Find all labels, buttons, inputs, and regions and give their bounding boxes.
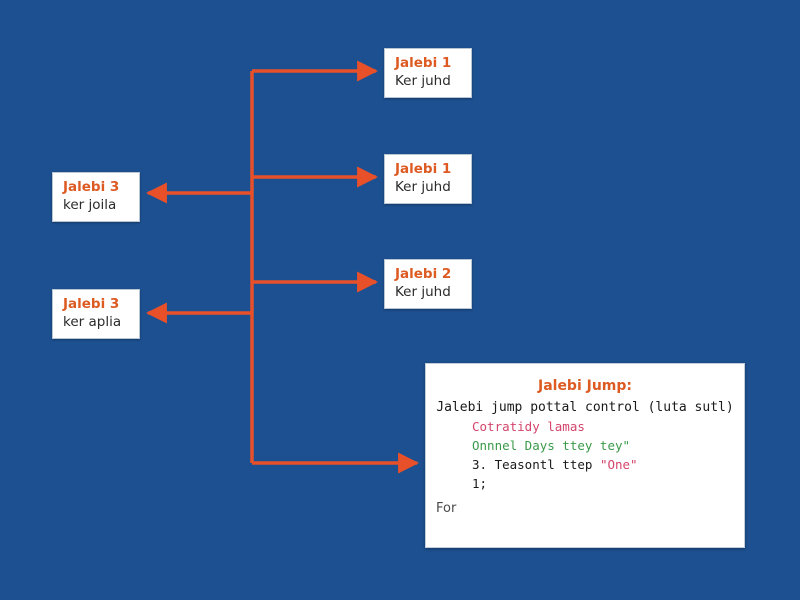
code-detail-panel[interactable]: Jalebi Jump: Jalebi jump pottal control …: [425, 363, 745, 548]
code-line-semicolon: 1;: [472, 476, 488, 491]
node-subtitle: ker aplia: [63, 314, 122, 330]
node-title: Jalebi 2: [395, 266, 452, 282]
node-subtitle: Ker juhd: [395, 73, 451, 89]
node-title: Jalebi 1: [395, 55, 452, 71]
code-line-numbered-quoted: "One": [599, 457, 638, 472]
code-line-numbered-prefix: 3. Teasontl ttep: [472, 457, 600, 472]
code-line-pink: Cotratidy lamas: [472, 419, 585, 434]
code-panel-title: Jalebi Jump:: [537, 378, 633, 394]
code-line-green: Onnnel Days ttey tey": [472, 438, 631, 453]
node-jalebi-l1[interactable]: Jalebi 3 ker joila: [52, 172, 140, 222]
node-jalebi-r3[interactable]: Jalebi 2 Ker juhd: [384, 259, 472, 309]
node-subtitle: ker joila: [63, 197, 117, 213]
node-subtitle: Ker juhd: [395, 179, 451, 195]
code-line-lead: Jalebi jump pottal control (luta sutl): [436, 400, 734, 415]
node-title: Jalebi 1: [395, 161, 452, 177]
node-jalebi-l2[interactable]: Jalebi 3 ker aplia: [52, 289, 140, 339]
code-line-numbered: 3. Teasontl ttep "One": [436, 455, 734, 474]
node-title: Jalebi 3: [63, 179, 120, 195]
node-subtitle: Ker juhd: [395, 284, 451, 300]
node-jalebi-r2[interactable]: Jalebi 1 Ker juhd: [384, 154, 472, 204]
node-title: Jalebi 3: [63, 296, 120, 312]
code-panel-footer: For: [436, 501, 457, 516]
node-jalebi-r1[interactable]: Jalebi 1 Ker juhd: [384, 48, 472, 98]
